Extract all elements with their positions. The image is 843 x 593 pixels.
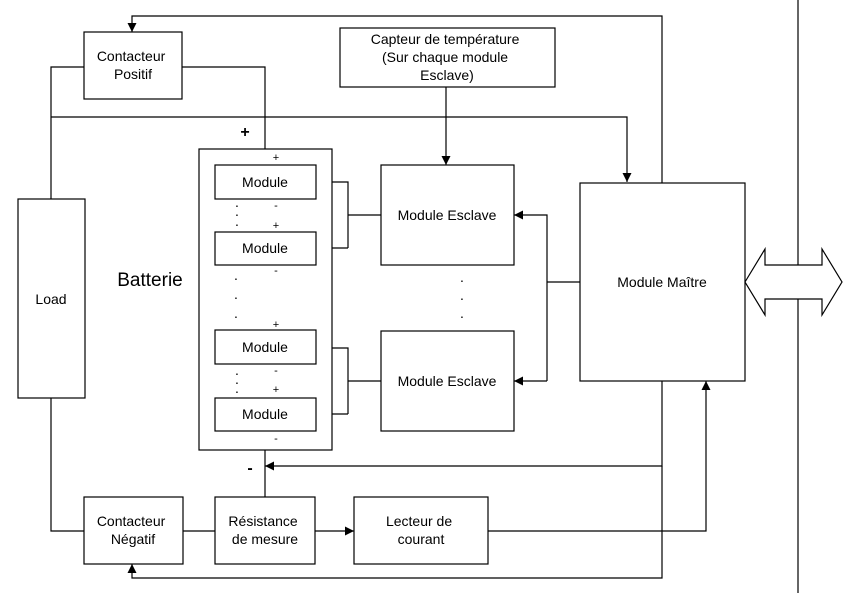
batterie-label: Batterie [117, 270, 182, 291]
capteur-temperature-label: Capteur de température (Sur chaque modul… [371, 31, 524, 83]
wire-contacteur-positif-to-load [50, 66, 84, 199]
module-label: Module [242, 240, 288, 256]
module-esclave-label: Module Esclave [398, 373, 497, 389]
resistance-de-mesure-box [214, 496, 316, 565]
ellipsis-dot: . [460, 305, 464, 321]
contacteur-negatif-box [83, 496, 184, 565]
module-minus-sign: - [274, 433, 278, 445]
wire-sense-to-master [51, 116, 632, 182]
contacteur-positif-box [83, 31, 183, 100]
resistance-de-mesure-label: Résistance de mesure [228, 513, 301, 547]
module-maitre-box [579, 182, 746, 382]
module-box [214, 164, 317, 200]
ellipsis-dot: . [234, 286, 238, 302]
module-plus-sign: + [273, 384, 279, 396]
module-esclave-box [380, 330, 515, 432]
ellipsis-dot: . [235, 194, 239, 210]
communication-double-arrow [744, 246, 843, 318]
ellipsis-dot: . [460, 287, 464, 303]
module-esclave-label: Module Esclave [398, 207, 497, 223]
module-minus-sign: - [274, 200, 278, 212]
module-plus-sign: + [273, 319, 279, 331]
module-label: Module [242, 174, 288, 190]
ellipsis-dot: . [235, 362, 239, 378]
battery-plus-sign: + [240, 124, 249, 141]
wire-load-to-contacteur-negatif [50, 398, 84, 532]
ellipsis-dot: . [235, 371, 239, 387]
load-label: Load [35, 291, 66, 307]
module-maitre-label: Module Maître [617, 274, 707, 290]
ellipsis-dot: . [235, 203, 239, 219]
module-label: Module [242, 339, 288, 355]
module-minus-sign: - [274, 365, 278, 377]
wire-lecteur-to-master [488, 381, 711, 532]
lecteur-de-courant-label: Lecteur de courant [386, 513, 456, 547]
contacteur-positif-label: Contacteur Positif [97, 48, 169, 82]
wire-contacteur-positif-to-battery [182, 66, 266, 165]
ellipsis-dot: . [234, 305, 238, 321]
ellipsis-dot: . [235, 213, 239, 229]
module-plus-sign: + [273, 220, 279, 232]
module-minus-sign: - [274, 265, 278, 277]
lecteur-de-courant-box [353, 496, 489, 565]
battery-minus-sign: - [247, 460, 252, 477]
wire-master-to-slave1 [514, 210, 548, 381]
module-plus-sign: + [273, 152, 279, 164]
wire-master-to-contacteur-negatif [127, 466, 663, 579]
module-label: Module [242, 406, 288, 422]
module-esclave-box [380, 164, 515, 266]
module-box [214, 329, 317, 365]
capteur-temperature-box [339, 27, 556, 88]
ellipsis-dot: . [460, 269, 464, 285]
ellipsis-dot: . [235, 380, 239, 396]
load-box [17, 198, 86, 399]
module-box [214, 231, 317, 266]
ellipsis-dot: . [234, 267, 238, 283]
wire-master-to-contacteur-positif [127, 15, 663, 183]
contacteur-negatif-label: Contacteur Négatif [97, 513, 169, 547]
module-box [214, 397, 317, 432]
